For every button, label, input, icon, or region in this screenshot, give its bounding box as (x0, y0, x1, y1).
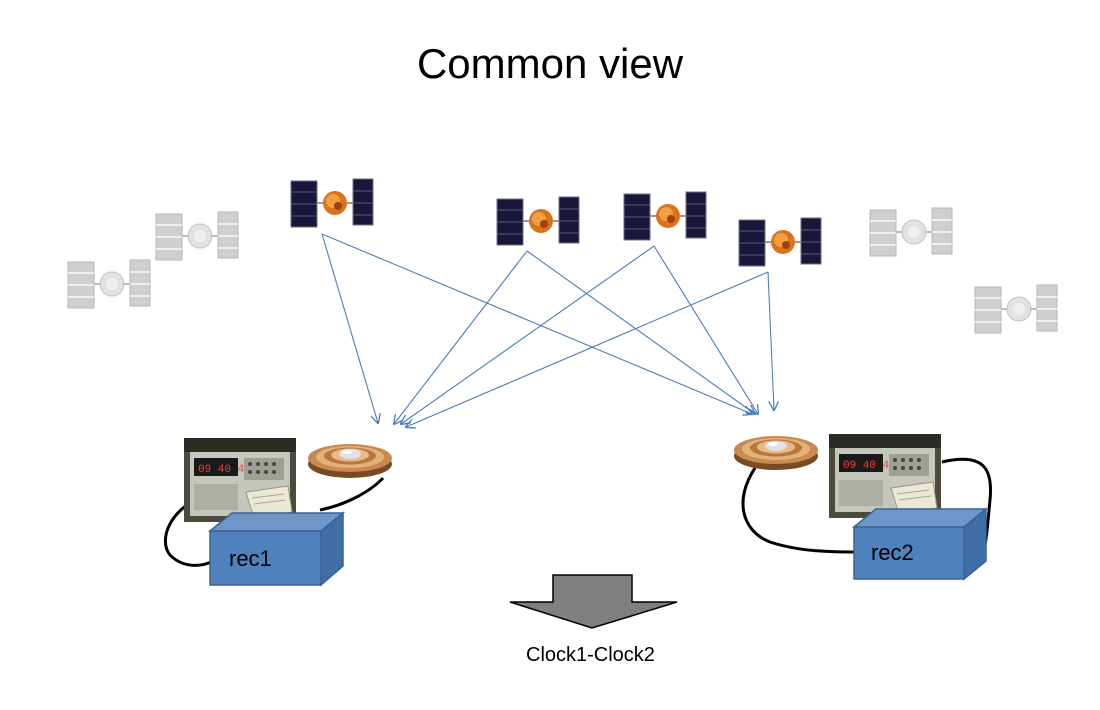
signal-arrow-sat1-rec2 (321, 233, 752, 414)
receiver-1-label: rec1 (229, 546, 272, 571)
diagram-title: Common view (416, 40, 684, 87)
signal-arrow-sat2-rec2 (526, 250, 755, 414)
cable-clock1-rec1 (164, 496, 216, 567)
satellite-4-icon (738, 217, 822, 267)
satellite-faded-1-icon (67, 259, 151, 309)
atomic-clock-1-icon (183, 437, 297, 523)
satellite-faded-4-icon (974, 284, 1058, 334)
signal-arrow-sat3-rec1 (401, 245, 655, 424)
signal-arrow-sat4-rec2 (767, 271, 774, 410)
satellite-1-icon (290, 178, 374, 228)
atomic-clock-2-icon (828, 433, 942, 519)
signal-arrow-sat4-rec1 (406, 271, 769, 427)
receiver-box-2 (851, 507, 989, 581)
gnss-antenna-2-icon (734, 436, 818, 470)
receiver-box-1 (207, 511, 346, 587)
signal-arrow-sat3-rec2 (653, 245, 758, 414)
satellite-faded-2-icon (155, 211, 239, 261)
cable-antenna1-rec1 (319, 476, 385, 512)
signal-arrow-sat1-rec1 (321, 233, 378, 423)
cable-antenna2-rec2 (741, 467, 858, 554)
satellite-faded-3-icon (869, 207, 953, 257)
receiver-2-label: rec2 (871, 540, 914, 565)
clock-difference-label: Clock1-Clock2 (526, 644, 655, 666)
satellite-2-icon (496, 196, 580, 246)
gnss-antenna-1-icon (308, 444, 392, 478)
satellite-3-icon (623, 191, 707, 241)
result-down-arrow-icon (509, 574, 678, 629)
signal-arrow-sat2-rec1 (394, 250, 528, 424)
signal-arrows (321, 233, 774, 427)
